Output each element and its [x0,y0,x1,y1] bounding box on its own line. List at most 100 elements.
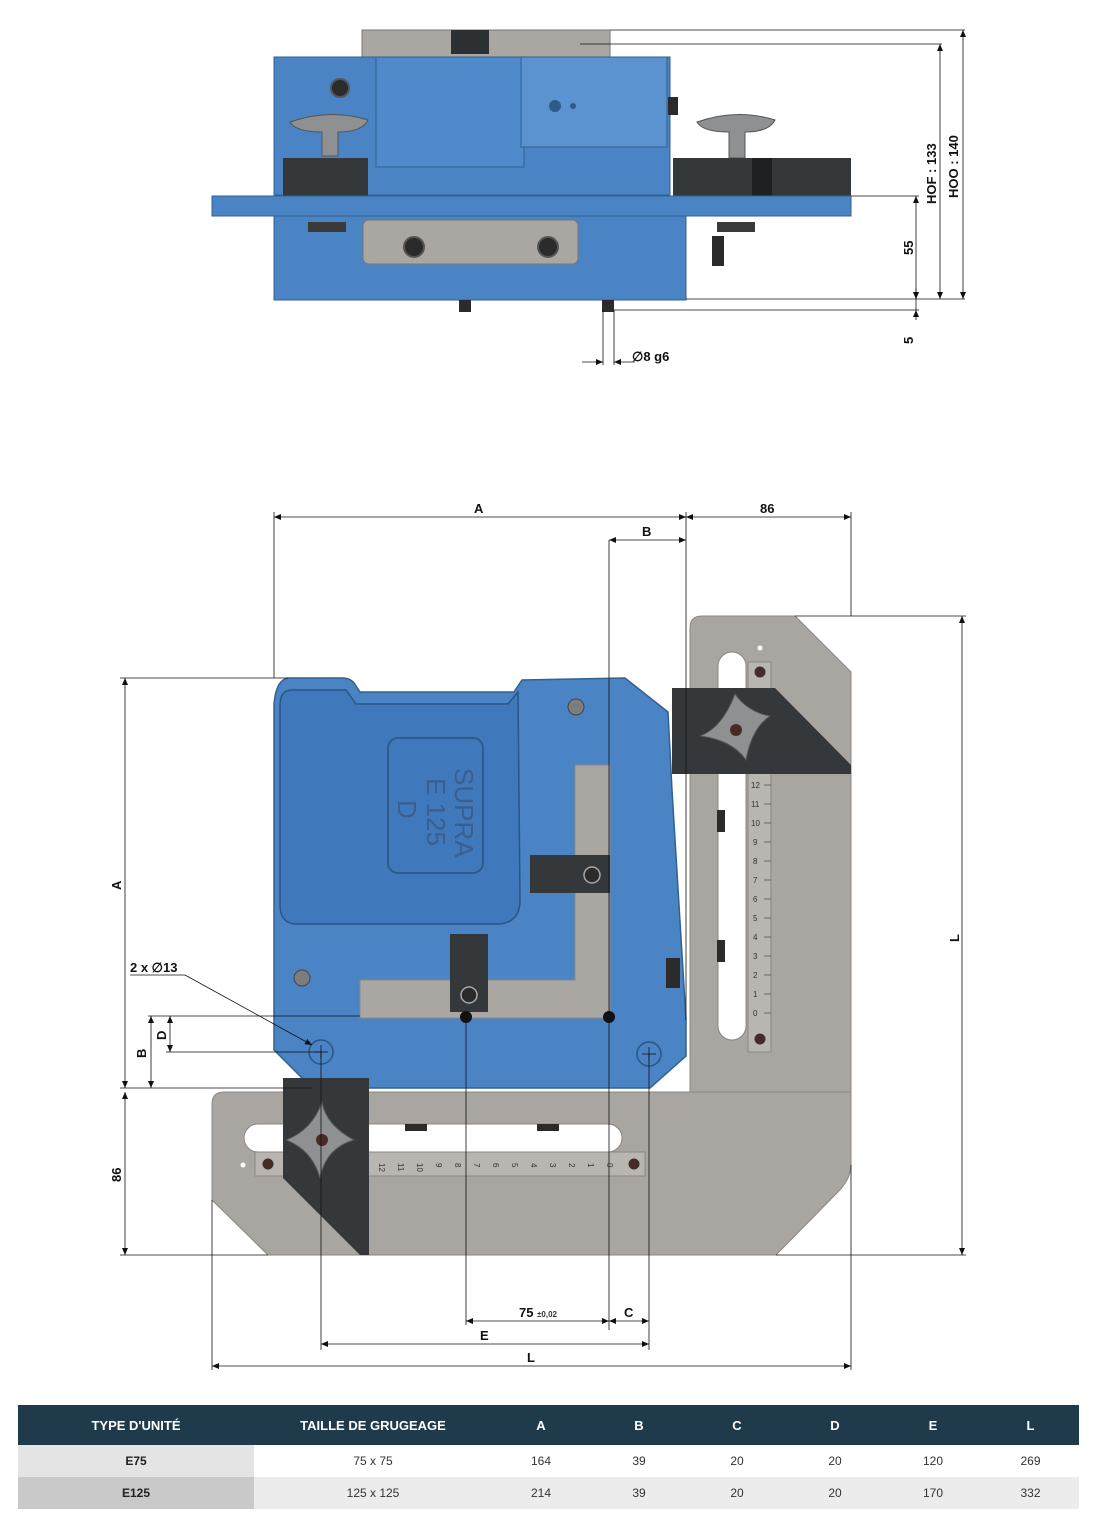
cell-type: E125 [18,1477,254,1509]
svg-text:1: 1 [753,990,758,999]
clamp-block-left [283,158,368,196]
svg-text:1: 1 [586,1163,595,1168]
header-e: E [884,1405,982,1445]
vise-body-face [520,56,668,148]
engraving-line2: E 125 [421,778,451,846]
cell-l: 332 [982,1477,1079,1509]
cell-e: 120 [884,1445,982,1477]
dim-b-left: B [134,1049,149,1058]
lower-fixing-left [308,222,346,232]
cell-a: 214 [492,1477,590,1509]
svg-text:10: 10 [751,819,760,828]
cell-type: E75 [18,1445,254,1477]
dim-b-top: B [642,524,651,539]
ball-screw-icon [567,698,585,716]
hole-icon [240,1162,246,1168]
side-knob [717,940,725,962]
table-row: E125 125 x 125 214 39 20 20 170 332 [18,1477,1079,1509]
cell-size: 75 x 75 [254,1445,492,1477]
svg-text:6: 6 [753,895,758,904]
star-knob-icon [289,113,369,157]
svg-text:11: 11 [751,800,760,809]
header-size: TAILLE DE GRUGEAGE [254,1405,492,1445]
svg-text:3: 3 [548,1163,557,1168]
cell-b: 39 [590,1477,688,1509]
header-c: C [688,1405,786,1445]
base-plate [211,195,852,217]
cell-d: 20 [786,1445,884,1477]
screw-icon [754,666,766,678]
holes-label: 2 x ∅13 [130,960,177,975]
side-knob [668,97,678,115]
header-a: A [492,1405,590,1445]
dim-55-label: 55 [901,241,916,255]
knob-center-icon [730,724,742,736]
star-knob-icon [696,113,776,159]
side-knob [405,1124,427,1131]
engraving-frame [387,737,484,874]
hole-icon [757,645,763,651]
dim-d-left: D [154,1031,169,1040]
ball-screw-icon [293,969,311,987]
svg-text:4: 4 [753,933,758,942]
header-type: TYPE D'UNITÉ [18,1405,254,1445]
svg-text:2: 2 [753,971,758,980]
svg-text:5: 5 [510,1163,519,1168]
side-knob [717,810,725,832]
svg-text:7: 7 [472,1163,481,1168]
hof-label: HOF : 133 [924,143,939,204]
svg-text:7: 7 [753,876,758,885]
cell-d: 20 [786,1477,884,1509]
knob-center-icon [316,1134,328,1146]
vise-body-block [375,56,525,168]
side-knob [666,958,680,988]
svg-text:3: 3 [753,952,758,961]
cell-b: 39 [590,1445,688,1477]
tolerance-label: ±0,02 [537,1310,558,1319]
svg-text:0: 0 [753,1009,758,1018]
dim-5-label: 5 [901,337,916,344]
screw-icon [549,100,561,112]
locating-pin [459,300,471,312]
dim-86-left: 86 [109,1168,124,1182]
pin-diameter-label: ∅8 g6 [632,349,669,364]
technical-drawing: HOF : 133 HOO : 140 55 5 ∅8 g6 [109,29,966,1370]
screw-icon [570,103,576,109]
dimension-table: TYPE D'UNITÉ TAILLE DE GRUGEAGE A B C D … [18,1405,1079,1509]
dim-c-label: C [624,1305,634,1320]
svg-text:2: 2 [567,1163,576,1168]
svg-text:4: 4 [529,1163,538,1168]
dim-l-bottom: L [527,1350,535,1365]
dim-75-label: 75 [519,1305,533,1320]
svg-text:8: 8 [753,857,758,866]
screw-icon [754,1033,766,1045]
svg-text:9: 9 [434,1163,443,1168]
dim-l-right: L [947,934,962,942]
svg-text:9: 9 [753,838,758,847]
screw-icon [537,236,559,258]
l-shaped-insert [359,764,611,1019]
engraving-line1: SUPRA [449,768,479,858]
cell-l: 269 [982,1445,1079,1477]
svg-text:0: 0 [605,1163,614,1168]
hoo-label: HOO : 140 [946,135,961,198]
side-knob [537,1124,559,1131]
cell-size: 125 x 125 [254,1477,492,1509]
screw-icon [583,866,601,884]
vise-body-panel [279,689,521,925]
cell-a: 164 [492,1445,590,1477]
table-header-row: TYPE D'UNITÉ TAILLE DE GRUGEAGE A B C D … [18,1405,1079,1445]
side-knob [712,236,724,266]
dim-a-left: A [109,880,124,890]
cell-c: 20 [688,1477,786,1509]
top-view: 0 1 2 3 4 5 6 7 8 9 10 11 12 0 1 2 3 4 5… [109,501,966,1370]
cell-c: 20 [688,1445,786,1477]
dim-e-label: E [480,1328,489,1343]
locating-pin [602,300,614,312]
svg-text:12: 12 [751,781,760,790]
cell-e: 170 [884,1477,982,1509]
scale-horizontal-numbers: 0 1 2 3 4 5 6 7 8 9 10 11 12 [377,1163,614,1172]
table-row: E75 75 x 75 164 39 20 20 120 269 [18,1445,1079,1477]
svg-text:11: 11 [396,1163,405,1172]
screw-icon [330,78,350,98]
